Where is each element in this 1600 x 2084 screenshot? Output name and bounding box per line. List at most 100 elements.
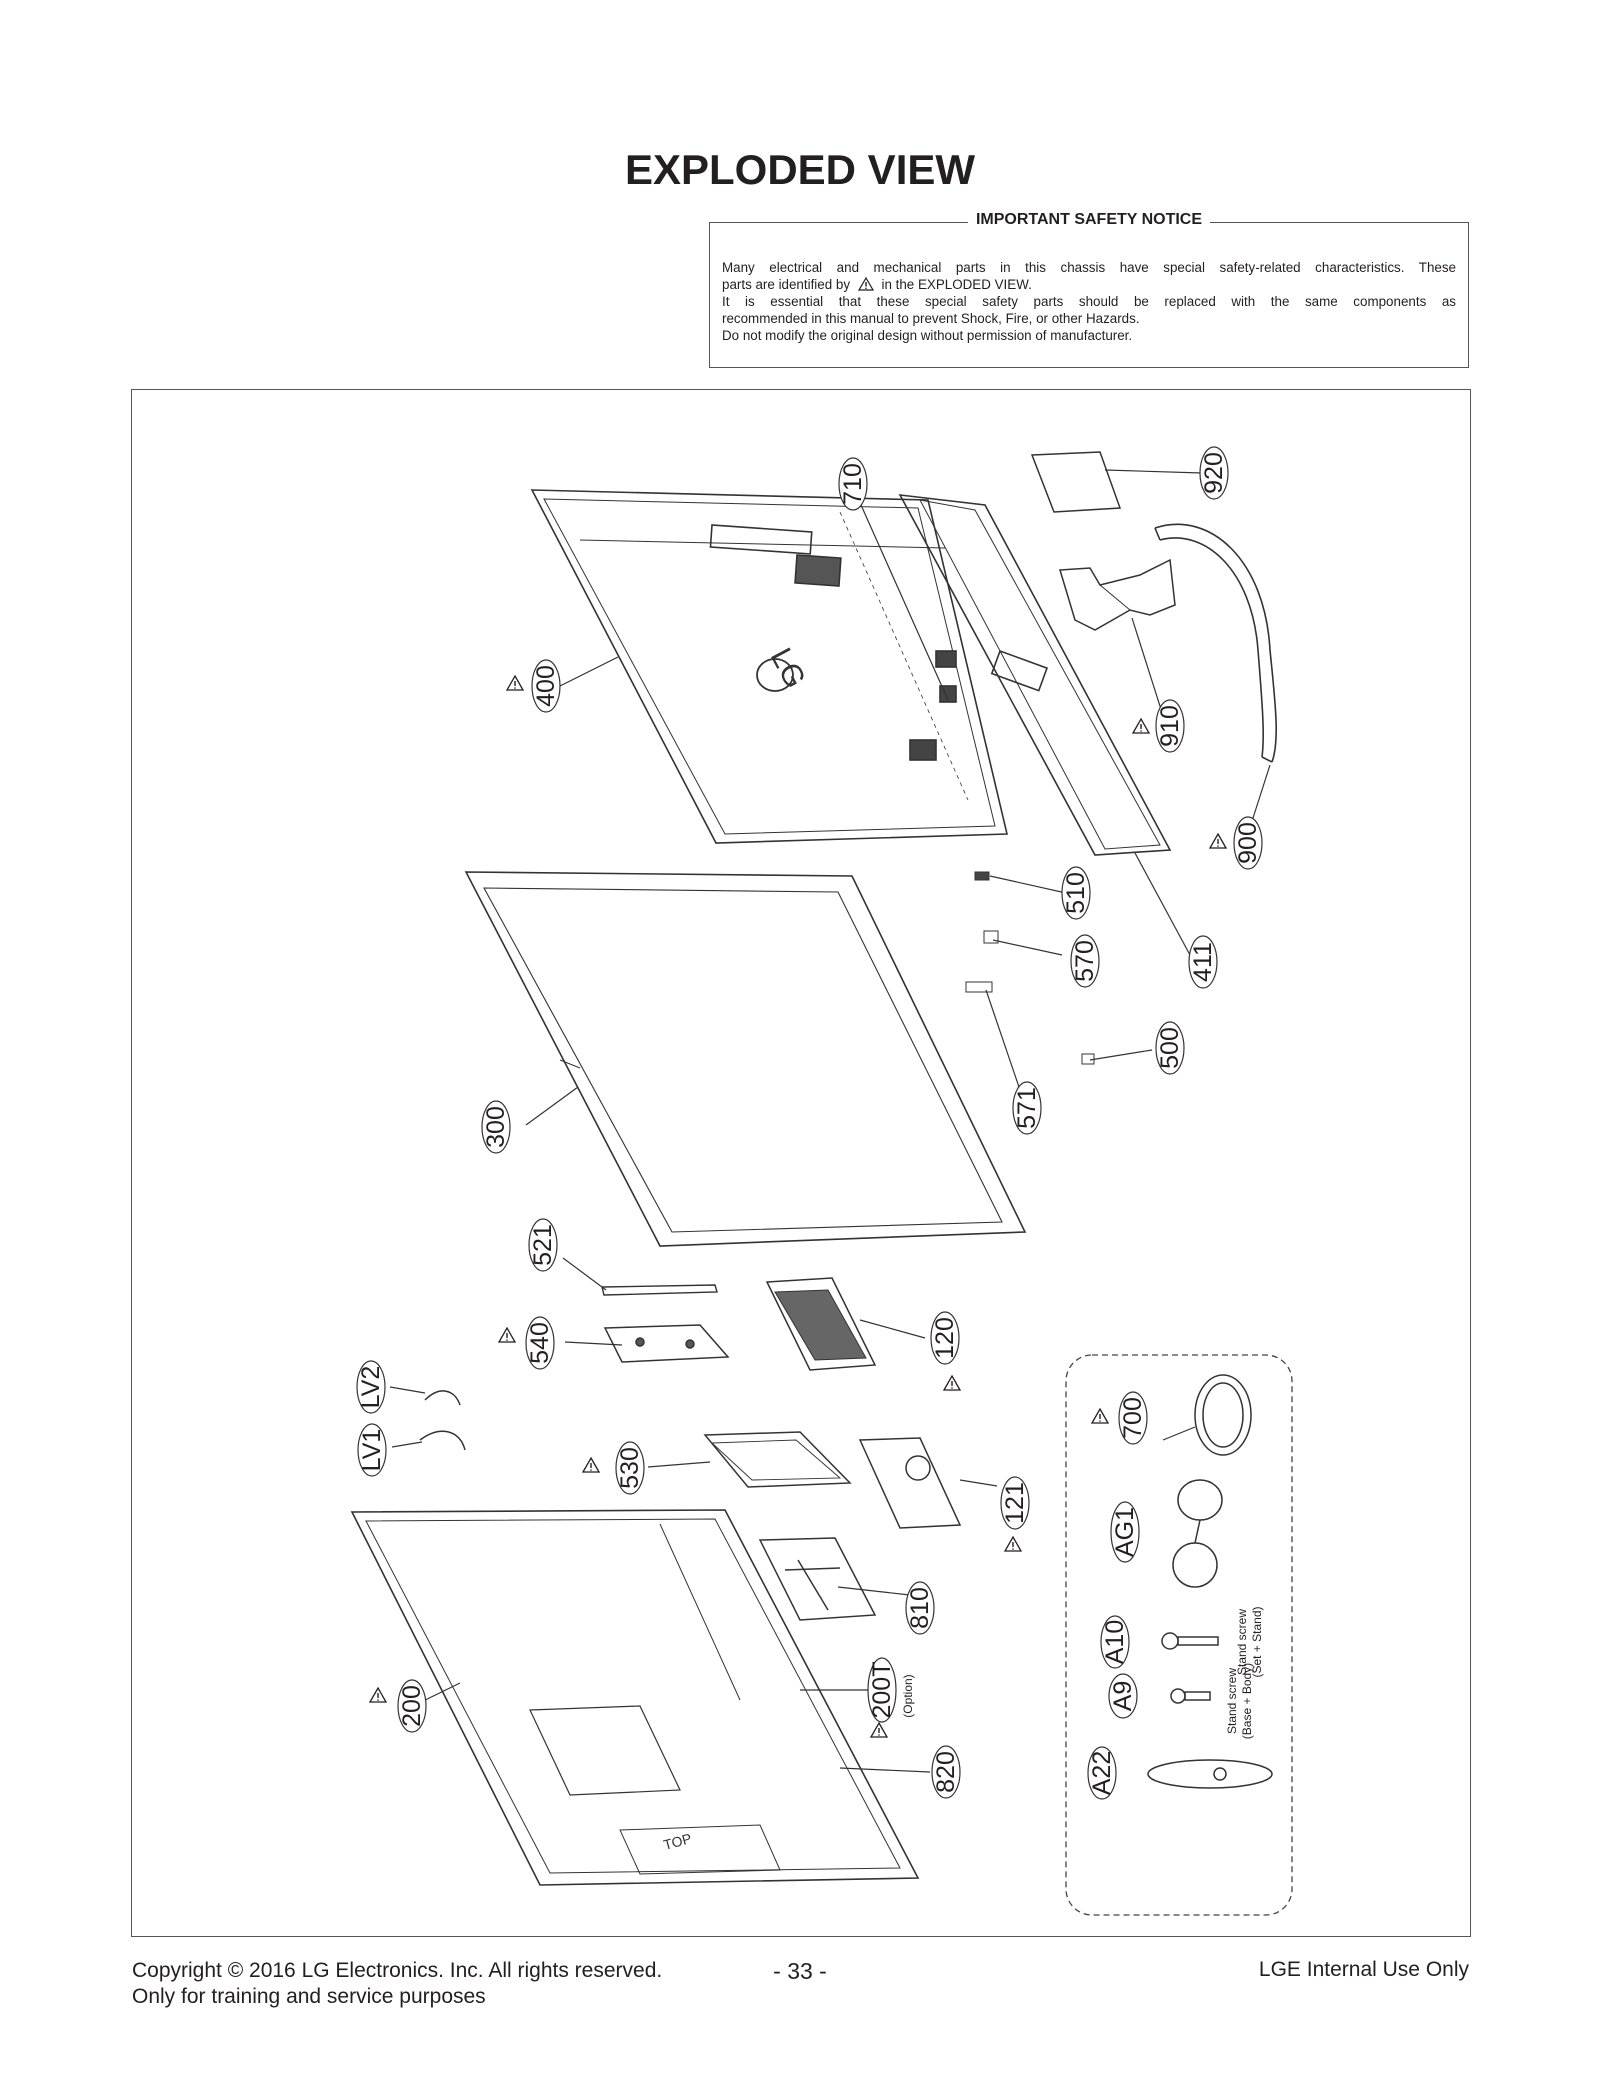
screw-a10-shape xyxy=(1161,1632,1219,1650)
part-label-121: 121 xyxy=(1000,1476,1030,1530)
lg-logo: LG xyxy=(756,643,812,694)
safety-notice: IMPORTANT SAFETY NOTICE Many electrical … xyxy=(709,211,1469,368)
accessory-box xyxy=(1065,1354,1293,1916)
bracket-810-part xyxy=(758,1537,877,1621)
pcb-521-part xyxy=(601,1284,718,1296)
accessory-700-shape xyxy=(1194,1374,1252,1456)
part-label-lv2: LV2 xyxy=(356,1360,386,1414)
internal-use-text: LGE Internal Use Only xyxy=(1258,1958,1469,1981)
part-label-a9: A9 xyxy=(1108,1673,1138,1719)
notice-line-2-pre: parts are identified by xyxy=(722,277,851,292)
svg-text:LV2: LV2 xyxy=(357,1366,385,1409)
part-510-shape xyxy=(974,871,990,881)
svg-text:910: 910 xyxy=(1156,705,1184,747)
svg-text:500: 500 xyxy=(1156,1027,1184,1069)
safety-notice-heading: IMPORTANT SAFETY NOTICE xyxy=(967,211,1211,228)
notice-line-2-post: in the EXPLODED VIEW. xyxy=(881,277,1032,292)
svg-text:820: 820 xyxy=(932,1751,960,1793)
part-label-200: 200 xyxy=(397,1679,427,1733)
part-label-120: 120 xyxy=(930,1311,960,1365)
copyright-text: Copyright © 2016 LG Electronics. Inc. Al… xyxy=(132,1959,663,1982)
lg-logo-text: LG xyxy=(764,643,812,694)
middle-frame-part xyxy=(464,871,1027,1247)
cables-part xyxy=(419,1390,466,1451)
page-number: - 33 - xyxy=(773,1958,827,1984)
stand-body-910-part xyxy=(1059,558,1176,631)
footer-left: Copyright © 2016 LG Electronics. Inc. Al… xyxy=(132,1958,662,2010)
svg-text:700: 700 xyxy=(1119,1397,1147,1439)
part-label-521: 521 xyxy=(528,1218,558,1272)
stand-screw-note-2a: Stand screw xyxy=(1225,1668,1239,1734)
part-label-lv1: LV1 xyxy=(357,1423,387,1477)
warning-triangle-icon xyxy=(369,1687,387,1703)
part-label-910: 910 xyxy=(1155,699,1185,753)
warning-triangle-icon xyxy=(1004,1536,1022,1552)
svg-text:571: 571 xyxy=(1013,1087,1041,1129)
part-label-500: 500 xyxy=(1155,1021,1185,1075)
svg-text:920: 920 xyxy=(1200,452,1228,494)
part-571-shape xyxy=(965,981,993,993)
svg-text:A10: A10 xyxy=(1101,1620,1129,1664)
option-note: (Option) xyxy=(901,1674,915,1717)
part-label-570: 570 xyxy=(1070,934,1100,988)
stand-screw-note-2b: (Base + Body) xyxy=(1240,1663,1254,1739)
warning-triangle-icon xyxy=(1132,718,1150,734)
page-title: EXPLODED VIEW xyxy=(624,146,976,193)
notice-line-3: It is essential that these special safet… xyxy=(722,294,1456,309)
svg-text:570: 570 xyxy=(1071,940,1099,982)
part-label-a10: A10 xyxy=(1100,1615,1130,1669)
svg-text:540: 540 xyxy=(526,1322,554,1364)
stand-base-900-part xyxy=(1154,523,1277,763)
warning-triangle-icon xyxy=(582,1457,600,1473)
part-label-300: 300 xyxy=(481,1100,511,1154)
part-label-400: 400 xyxy=(531,659,561,713)
svg-text:411: 411 xyxy=(1189,942,1217,982)
stand-screw-note-1a: Stand screw xyxy=(1235,1609,1249,1675)
part-label-510: 510 xyxy=(1061,866,1091,920)
part-label-530: 530 xyxy=(615,1441,645,1495)
svg-text:120: 120 xyxy=(931,1317,959,1359)
part-label-920: 920 xyxy=(1199,446,1229,500)
part-label-571: 571 xyxy=(1012,1081,1042,1135)
svg-text:AG1: AG1 xyxy=(1111,1507,1139,1557)
warning-triangle-icon xyxy=(506,675,524,691)
svg-text:A22: A22 xyxy=(1088,1751,1116,1795)
svg-text:810: 810 xyxy=(906,1587,934,1629)
safety-notice-body: Many electrical and mechanical parts in … xyxy=(722,259,1456,344)
screw-a9-shape xyxy=(1170,1688,1211,1704)
warning-triangle-icon xyxy=(857,277,874,291)
svg-text:710: 710 xyxy=(839,463,867,505)
back-cover-part xyxy=(530,489,1009,844)
warning-triangle-icon xyxy=(943,1375,961,1391)
part-label-810: 810 xyxy=(905,1581,935,1635)
part-label-ag1: AG1 xyxy=(1110,1501,1140,1563)
small-parts xyxy=(965,871,1095,1065)
diagram-frame xyxy=(131,389,1471,1937)
warning-triangle-icon xyxy=(870,1722,888,1738)
power-supply-120-part xyxy=(765,1277,877,1371)
leader-lines xyxy=(389,469,1271,1773)
notice-line-5: Do not modify the original design withou… xyxy=(722,328,1133,343)
part-label-540: 540 xyxy=(525,1316,555,1370)
part-label-820: 820 xyxy=(931,1745,961,1799)
glasses-ag1-shape xyxy=(1172,1479,1223,1588)
warning-triangle-icon xyxy=(1209,833,1227,849)
notice-line-4: recommended in this manual to prevent Sh… xyxy=(722,311,1140,326)
board-530-part xyxy=(703,1431,852,1488)
remote-a22-shape xyxy=(1147,1759,1273,1789)
part-label-411: 411 xyxy=(1188,935,1218,989)
svg-text:300: 300 xyxy=(482,1106,510,1148)
part-label-200t: 200T xyxy=(867,1657,897,1723)
part-label-900: 900 xyxy=(1233,816,1263,870)
part-label-700: 700 xyxy=(1118,1391,1148,1445)
part-label-710: 710 xyxy=(838,457,868,511)
warning-triangle-icon xyxy=(1091,1408,1109,1424)
main-board-540-part xyxy=(603,1324,730,1363)
part-500-shape xyxy=(1081,1053,1095,1065)
svg-text:LV1: LV1 xyxy=(358,1429,386,1472)
svg-text:400: 400 xyxy=(532,665,560,707)
svg-text:121: 121 xyxy=(1001,1482,1029,1524)
top-mark: TOP xyxy=(662,1830,694,1853)
cable-lv1-shape xyxy=(419,1430,466,1451)
